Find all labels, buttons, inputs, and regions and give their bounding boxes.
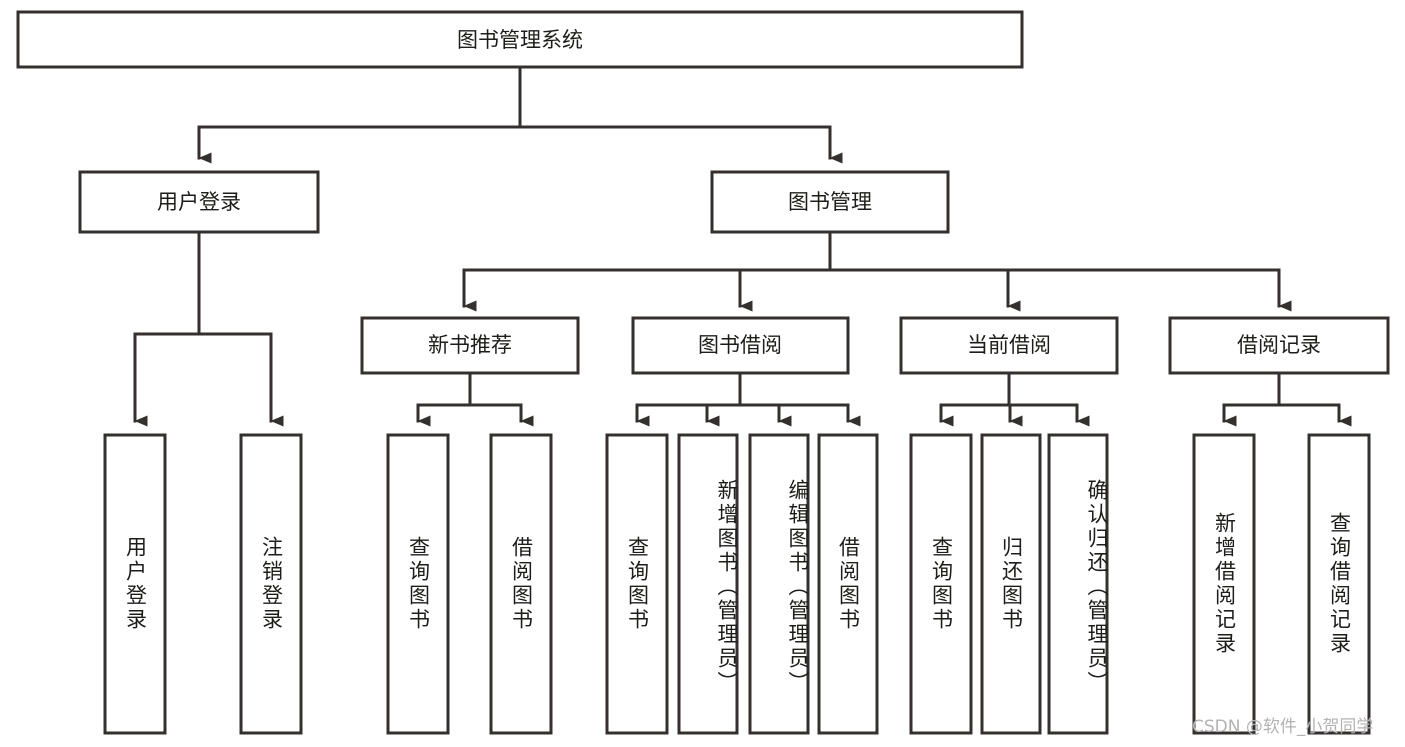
node-book-management-label: 图书管理	[788, 190, 872, 214]
node-current-borrow-box[interactable]	[899, 316, 1119, 375]
leaf-box-current-borrow-return[interactable]	[980, 433, 1042, 735]
leaf-box-user-login-login[interactable]	[103, 433, 167, 735]
leaf-box-current-borrow-query[interactable]	[909, 433, 973, 735]
node-book-management-box[interactable]	[710, 170, 950, 234]
node-new-book-recommend-box[interactable]	[360, 316, 580, 375]
node-user-login[interactable]: 用户登录	[78, 170, 320, 234]
leaf-box-current-borrow-confirm[interactable]	[1047, 433, 1109, 735]
node-borrow-record[interactable]: 借阅记录	[1168, 316, 1390, 375]
leaf-box-user-login-logout[interactable]	[239, 433, 303, 735]
node-root-box[interactable]	[16, 10, 1024, 69]
leaf-box-new-book-borrow[interactable]	[489, 433, 553, 735]
node-user-login-label: 用户登录	[157, 190, 241, 214]
node-new-book-recommend-label: 新书推荐	[428, 333, 512, 357]
node-borrow-record-label: 借阅记录	[1237, 333, 1321, 357]
node-root-label: 图书管理系统	[457, 28, 583, 52]
leaf-box-book-borrow-edit[interactable]	[748, 433, 810, 735]
node-root[interactable]: 图书管理系统	[16, 10, 1024, 69]
node-book-management[interactable]: 图书管理	[710, 170, 950, 234]
leaf-box-new-book-query[interactable]	[386, 433, 450, 735]
node-book-borrow-box[interactable]	[631, 316, 850, 375]
node-current-borrow[interactable]: 当前借阅	[899, 316, 1119, 375]
node-current-borrow-label: 当前借阅	[967, 333, 1051, 357]
leaf-box-book-borrow-query[interactable]	[605, 433, 669, 735]
node-borrow-record-box[interactable]	[1168, 316, 1390, 375]
node-new-book-recommend[interactable]: 新书推荐	[360, 316, 580, 375]
node-book-borrow[interactable]: 图书借阅	[631, 316, 850, 375]
leaf-box-borrow-record-query[interactable]	[1307, 433, 1371, 735]
leaf-box-borrow-record-add[interactable]	[1192, 433, 1256, 735]
leaf-box-book-borrow-lend[interactable]	[817, 433, 879, 735]
leaf-box-book-borrow-add[interactable]	[677, 433, 739, 735]
node-book-borrow-label: 图书借阅	[698, 333, 782, 357]
